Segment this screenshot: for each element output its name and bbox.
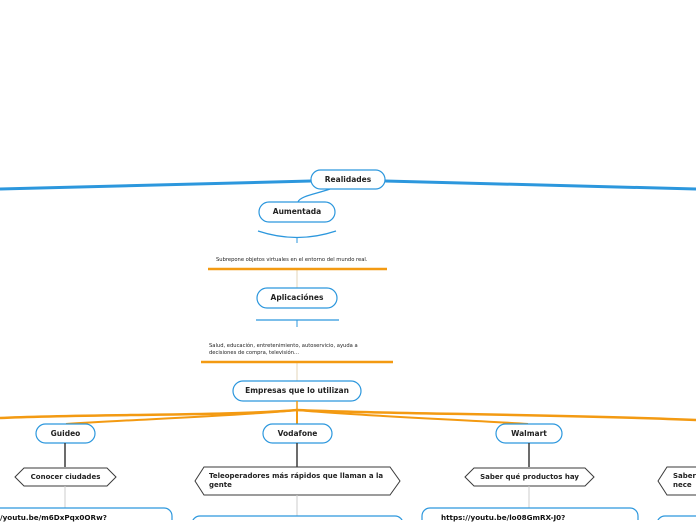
guideo-detail[interactable]: Conocer ciudades <box>30 472 101 481</box>
vodafone-detail[interactable]: Teleoperadores más rápidos que llaman a … <box>209 472 384 489</box>
root-node-shape <box>310 169 386 190</box>
augmented-node[interactable]: Aumentada <box>272 207 322 217</box>
companies-branch-far-right <box>296 408 696 422</box>
walmart-node[interactable]: Walmart <box>511 428 547 438</box>
walmart-link[interactable]: https://youtu.be/lo08GmRX-J0? <box>441 513 566 522</box>
root-to-augmented-connector <box>297 188 331 203</box>
walmart-link-box <box>421 507 639 520</box>
companies-branch-guideo <box>65 409 298 425</box>
augmented-note: Subrepone objetos virtuales en el entorn… <box>216 257 368 263</box>
companies-node[interactable]: Empresas que lo utilizan <box>245 386 349 396</box>
applications-note: Salud, educación, entretenimiento, autos… <box>209 343 358 357</box>
applications-node-shape <box>256 287 338 309</box>
guideo-link[interactable]: /youtu.be/m6DxPqx0ORw? <box>0 513 107 522</box>
far-right-detail[interactable]: Saber nece <box>673 472 696 489</box>
vodafone-detail-shape <box>194 466 401 496</box>
guideo-detail-shape <box>14 467 117 487</box>
guideo-node[interactable]: Guideo <box>50 428 81 438</box>
walmart-detail-shape <box>464 467 595 487</box>
vodafone-link-box <box>192 515 403 520</box>
root-branch-right <box>384 179 696 191</box>
guideo-link-box <box>0 507 173 520</box>
augmented-node-underline <box>257 230 337 239</box>
augmented-node-shape <box>258 201 336 223</box>
root-branch-left <box>0 179 312 191</box>
far-right-detail-shape <box>657 466 696 496</box>
walmart-detail[interactable]: Saber qué productos hay <box>480 472 579 481</box>
applications-node[interactable]: Aplicaciónes <box>270 293 324 303</box>
far-right-link-box <box>657 515 696 520</box>
root-node[interactable]: Realidades <box>324 174 372 184</box>
vodafone-node[interactable]: Vodafone <box>277 428 318 438</box>
